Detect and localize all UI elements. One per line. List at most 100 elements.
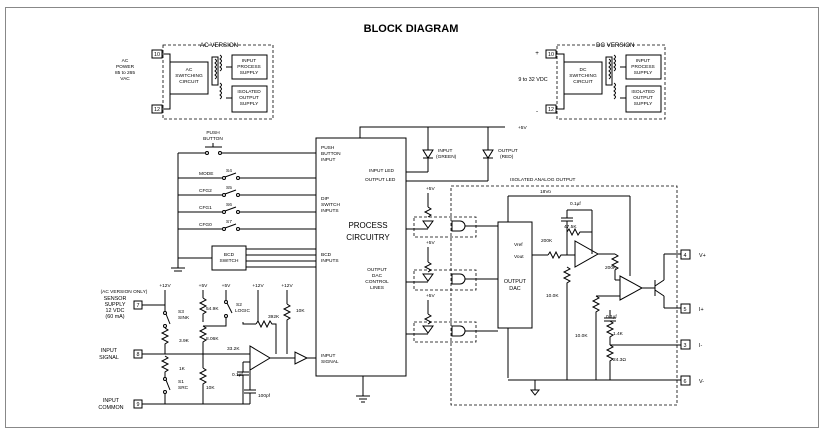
- r-10k-top: 10K: [296, 308, 305, 314]
- opto-5v-2: +5V: [426, 240, 435, 246]
- push-input-1: PUSH: [321, 145, 335, 151]
- input-signal-pin-1: INPUT: [321, 353, 335, 359]
- dc-switching-2: SWITCHING: [569, 73, 597, 79]
- switch-s7-id: S7: [226, 219, 232, 225]
- bcd-switch-label-1: BCD: [224, 252, 235, 258]
- led-indicators: +5V INPUT (GREEN) OUTPUT (RED): [359, 125, 527, 182]
- output-dac-3: CONTROL: [365, 279, 389, 285]
- switch-cfg2-label: CFG2: [199, 188, 212, 194]
- r-54-9k: 54.9K: [206, 306, 219, 312]
- r-10k-b: 10.0K: [575, 333, 588, 339]
- c-01uf: 0.1µf: [232, 372, 243, 378]
- ac-input-supply-2: PROCESS: [237, 64, 260, 70]
- terminal-5-pin: 5: [684, 307, 687, 313]
- dc-input-supply-1: INPUT: [636, 58, 650, 64]
- diagram-frame: [5, 7, 819, 428]
- dc-pin-10: 10: [548, 52, 554, 58]
- s2-label-2: LOGIC: [235, 308, 250, 314]
- switch-s4-id: S4: [226, 168, 232, 174]
- diagram-title: BLOCK DIAGRAM: [364, 23, 459, 35]
- s3-label-2: SINK: [178, 315, 190, 321]
- ac-switching-2: SWITCHING: [175, 73, 203, 79]
- output-dac-4: LINES: [370, 285, 384, 291]
- r-1k: 1K: [179, 366, 186, 372]
- dc-power-label: 9 to 32 VDC: [518, 77, 547, 83]
- dip-inputs-3: INPUTS: [321, 208, 339, 214]
- ac-input-supply-1: INPUT: [242, 58, 256, 64]
- rail-12v-b: +12V: [252, 283, 264, 289]
- dac-label-1: OUTPUT: [504, 279, 527, 285]
- input-circuit: (AC VERSION ONLY) SENSOR SUPPLY 12 VDC (…: [98, 283, 316, 411]
- ac-version-block: AC VERSION AC POWER 85 to 265 VAC 10 12 …: [115, 42, 274, 120]
- switch-mode-label: MODE: [199, 171, 213, 177]
- dc-version-label: DC VERSION: [596, 42, 635, 49]
- led-output-label-2: (RED): [500, 154, 514, 160]
- dc-pin-12: 12: [548, 107, 554, 113]
- ac-output-supply-1: ISOLATED: [237, 89, 261, 95]
- rail-12v-c: +12V: [281, 283, 293, 289]
- process-circuitry: PROCESS CIRCUITRY PUSH BUTTON INPUT DIP …: [315, 137, 407, 403]
- input-signal-label-2: SIGNAL: [99, 355, 119, 361]
- ac-power-label-1: AC: [122, 58, 129, 64]
- dc-output-supply-3: SUPPLY: [634, 101, 653, 107]
- terminal-3-label: I-: [699, 343, 702, 349]
- dc-version-block: DC VERSION + - 9 to 32 VDC 10 12 DC SWIT…: [518, 42, 666, 120]
- r-3-9k: 3.9K: [179, 338, 190, 344]
- r-33-2k: 33.2K: [227, 346, 240, 352]
- switch-inputs: PUSH BUTTON MODE S4 CFG2 S5 CFG1 S6 CFG0: [171, 130, 316, 272]
- ac-output-supply-3: SUPPLY: [240, 101, 259, 107]
- switch-cfg1-label: CFG1: [199, 205, 212, 211]
- sensor-heading-5: (60 mA): [105, 314, 124, 320]
- r-200k-b: 200K: [605, 265, 617, 271]
- output-dac-2: DAC: [372, 273, 383, 279]
- led-output-label-1: OUTPUT: [498, 148, 518, 154]
- terminal-4-label: V+: [699, 253, 706, 259]
- output-dac-1: OUTPUT: [367, 267, 387, 273]
- sensor-pin: 7: [137, 303, 140, 309]
- input-common-label-1: INPUT: [103, 398, 120, 404]
- rail-5v-a: +5V: [199, 283, 208, 289]
- dc-minus: -: [536, 108, 538, 115]
- s1-label-2: SRC: [178, 385, 189, 391]
- dac-vout: Vout: [514, 254, 524, 260]
- switch-s6-id: S6: [226, 202, 232, 208]
- c-100pf: 100pf: [258, 393, 271, 399]
- terminal-4-pin: 4: [684, 253, 687, 259]
- led-input-label-2: (GREEN): [436, 154, 457, 160]
- input-signal-pin: 8: [137, 352, 140, 358]
- input-signal-pin-2: SIGNAL: [321, 359, 339, 365]
- ac-switching-1: AC: [186, 67, 193, 73]
- switch-cfg0-label: CFG0: [199, 222, 212, 228]
- s2-label-1: S2: [236, 302, 242, 308]
- dac-vref: Vref: [514, 242, 523, 248]
- r-47-5k: 47.5K: [564, 224, 577, 230]
- r-10k-a: 10.0K: [546, 293, 559, 299]
- process-title-2: CIRCUITRY: [346, 233, 390, 242]
- ac-input-supply-3: SUPPLY: [240, 70, 259, 76]
- bcd-inputs-1: BCD: [321, 252, 332, 258]
- dc-switching-3: CIRCUIT: [573, 79, 593, 85]
- output-led-label: OUTPUT LED: [365, 177, 396, 183]
- dip-inputs-2: SWITCH: [321, 202, 340, 208]
- dc-switching-1: DC: [580, 67, 587, 73]
- ac-output-supply-2: OUTPUT: [239, 95, 259, 101]
- analog-supply: 18Vo: [540, 189, 551, 195]
- bcd-inputs-2: INPUTS: [321, 258, 339, 264]
- ac-switching-3: CIRCUIT: [179, 79, 199, 85]
- analog-output-title: ISOLATED ANALOG OUTPUT: [510, 177, 576, 183]
- input-common-label-2: COMMON: [98, 405, 123, 411]
- r-392k: 392K: [268, 314, 280, 320]
- opto-5v-1: +5V: [426, 186, 435, 192]
- push-input-3: INPUT: [321, 157, 335, 163]
- push-button-label-2: BUTTON: [203, 136, 223, 142]
- sensor-heading-2: SENSOR: [104, 296, 127, 302]
- r-1-4k: 1.4K: [613, 331, 624, 337]
- input-signal-label-1: INPUT: [101, 348, 118, 354]
- r-10k-bottom: 10K: [206, 385, 215, 391]
- c-01uf-top: 0.1µf: [570, 201, 581, 207]
- push-button-label-1: PUSH: [206, 130, 220, 136]
- led-supply-label: +5V: [518, 125, 527, 131]
- process-title-1: PROCESS: [348, 221, 387, 230]
- rail-5v-b: +5V: [222, 283, 231, 289]
